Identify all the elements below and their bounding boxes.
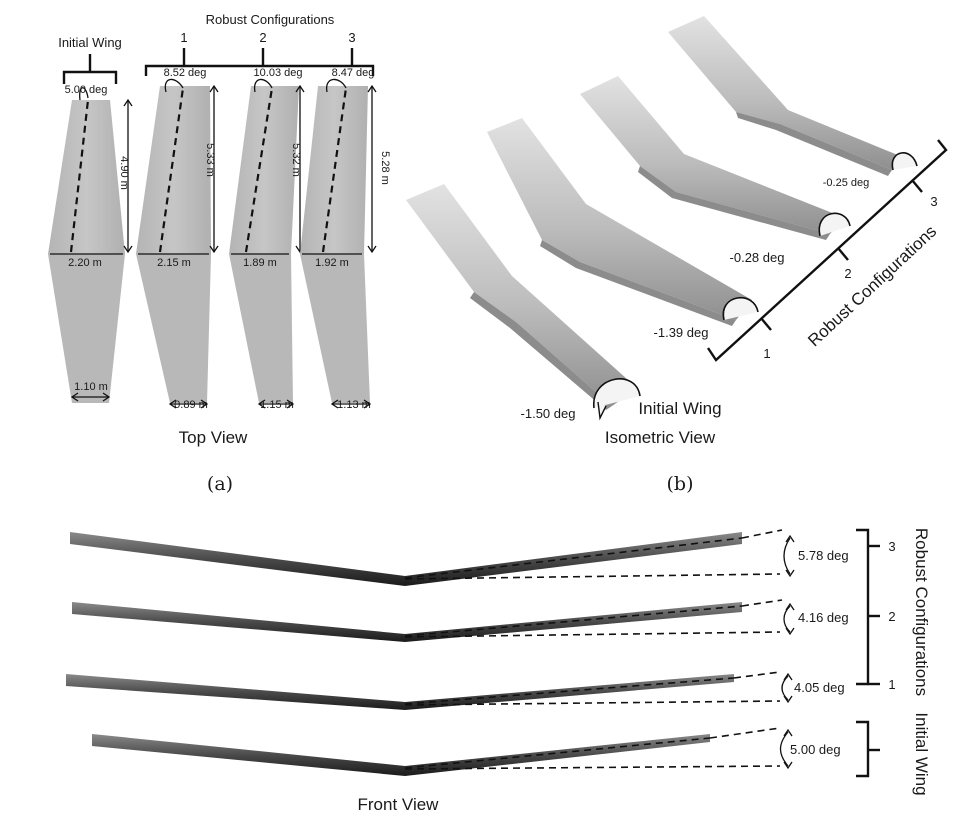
top-root-0: 2.20 m <box>68 257 102 269</box>
front-wing-initial <box>92 727 793 776</box>
isometric-view-panel: -1.50 deg -1.39 deg -0.28 deg -0.25 deg … <box>406 16 948 495</box>
top-view-title: Top View <box>179 428 248 447</box>
iso-wing-initial <box>406 184 641 421</box>
top-span-0: 4.90 m <box>118 156 130 190</box>
top-span-2: 5.32 m <box>290 143 302 177</box>
top-sweep-0: 5.00 deg <box>65 84 108 96</box>
front-group-bracket <box>856 528 870 686</box>
top-tip-1: 0.89 m <box>174 399 208 411</box>
front-index-1: 1 <box>888 677 895 692</box>
top-wing-3 <box>300 78 377 409</box>
top-span-3: 5.28 m <box>379 151 391 185</box>
top-initial-label: Initial Wing <box>58 35 122 50</box>
front-dihedral-3: 5.78 deg <box>798 548 849 563</box>
iso-initial-label: Initial Wing <box>638 399 721 418</box>
top-group-bracket <box>144 64 375 76</box>
sweep-arc <box>164 78 184 93</box>
top-root-3: 1.92 m <box>315 257 349 269</box>
top-tip-2: 1.15 m <box>260 399 294 411</box>
top-initial-bracket <box>62 70 118 84</box>
top-index-2: 2 <box>259 30 266 45</box>
sweep-arc <box>326 78 347 93</box>
iso-wing-1 <box>487 118 759 326</box>
top-view-panel: Robust Configurations 1 2 3 Initial Wing… <box>48 12 391 495</box>
top-group-label: Robust Configurations <box>206 12 335 27</box>
sweep-arc <box>253 78 273 93</box>
iso-twist-2: -0.28 deg <box>730 250 785 265</box>
top-wing-1 <box>136 78 219 409</box>
panel-label-b: (b) <box>667 473 694 495</box>
iso-group-label: Robust Configurations <box>804 222 940 351</box>
front-index-2: 2 <box>888 609 895 624</box>
iso-view-title: Isometric View <box>605 428 716 447</box>
front-index-3: 3 <box>888 539 895 554</box>
top-wing-2 <box>229 78 305 409</box>
front-view-panel: 5.78 deg 4.16 deg 4.05 deg 5.00 deg 3 2 … <box>66 528 931 814</box>
iso-wing-2 <box>580 76 851 240</box>
iso-index-1: 1 <box>763 346 770 361</box>
front-group-label: Robust Configurations <box>912 528 931 696</box>
top-index-1: 1 <box>180 30 187 45</box>
iso-twist-1: -1.39 deg <box>654 325 709 340</box>
panel-label-a: (a) <box>207 473 233 495</box>
front-wing-3 <box>70 529 795 586</box>
top-wing-initial <box>48 87 133 403</box>
top-sweep-1: 8.52 deg <box>164 67 207 79</box>
top-tip-0: 1.10 m <box>74 381 108 393</box>
iso-wing-3 <box>668 16 918 176</box>
iso-index-2: 2 <box>844 266 851 281</box>
front-dihedral-1: 4.05 deg <box>794 680 845 695</box>
front-initial-label: Initial Wing <box>912 712 931 795</box>
top-index-3: 3 <box>348 30 355 45</box>
iso-index-3: 3 <box>930 194 937 209</box>
top-sweep-2: 10.03 deg <box>254 67 303 79</box>
front-dihedral-2: 4.16 deg <box>798 610 849 625</box>
front-wing-2 <box>72 599 795 642</box>
top-sweep-3: 8.47 deg <box>332 67 375 79</box>
front-initial-bracket <box>856 720 870 778</box>
front-wing-1 <box>66 671 793 710</box>
front-view-title: Front View <box>358 795 440 814</box>
top-span-1: 5.33 m <box>204 143 216 177</box>
sweep-arc <box>79 87 89 101</box>
top-tip-3: 1.13 m <box>337 399 371 411</box>
iso-twist-3: -0.25 deg <box>823 177 869 189</box>
front-dihedral-initial: 5.00 deg <box>790 742 841 757</box>
top-root-2: 1.89 m <box>243 257 277 269</box>
iso-twist-initial: -1.50 deg <box>521 406 576 421</box>
iso-group-bracket <box>707 139 948 362</box>
top-root-1: 2.15 m <box>157 257 191 269</box>
